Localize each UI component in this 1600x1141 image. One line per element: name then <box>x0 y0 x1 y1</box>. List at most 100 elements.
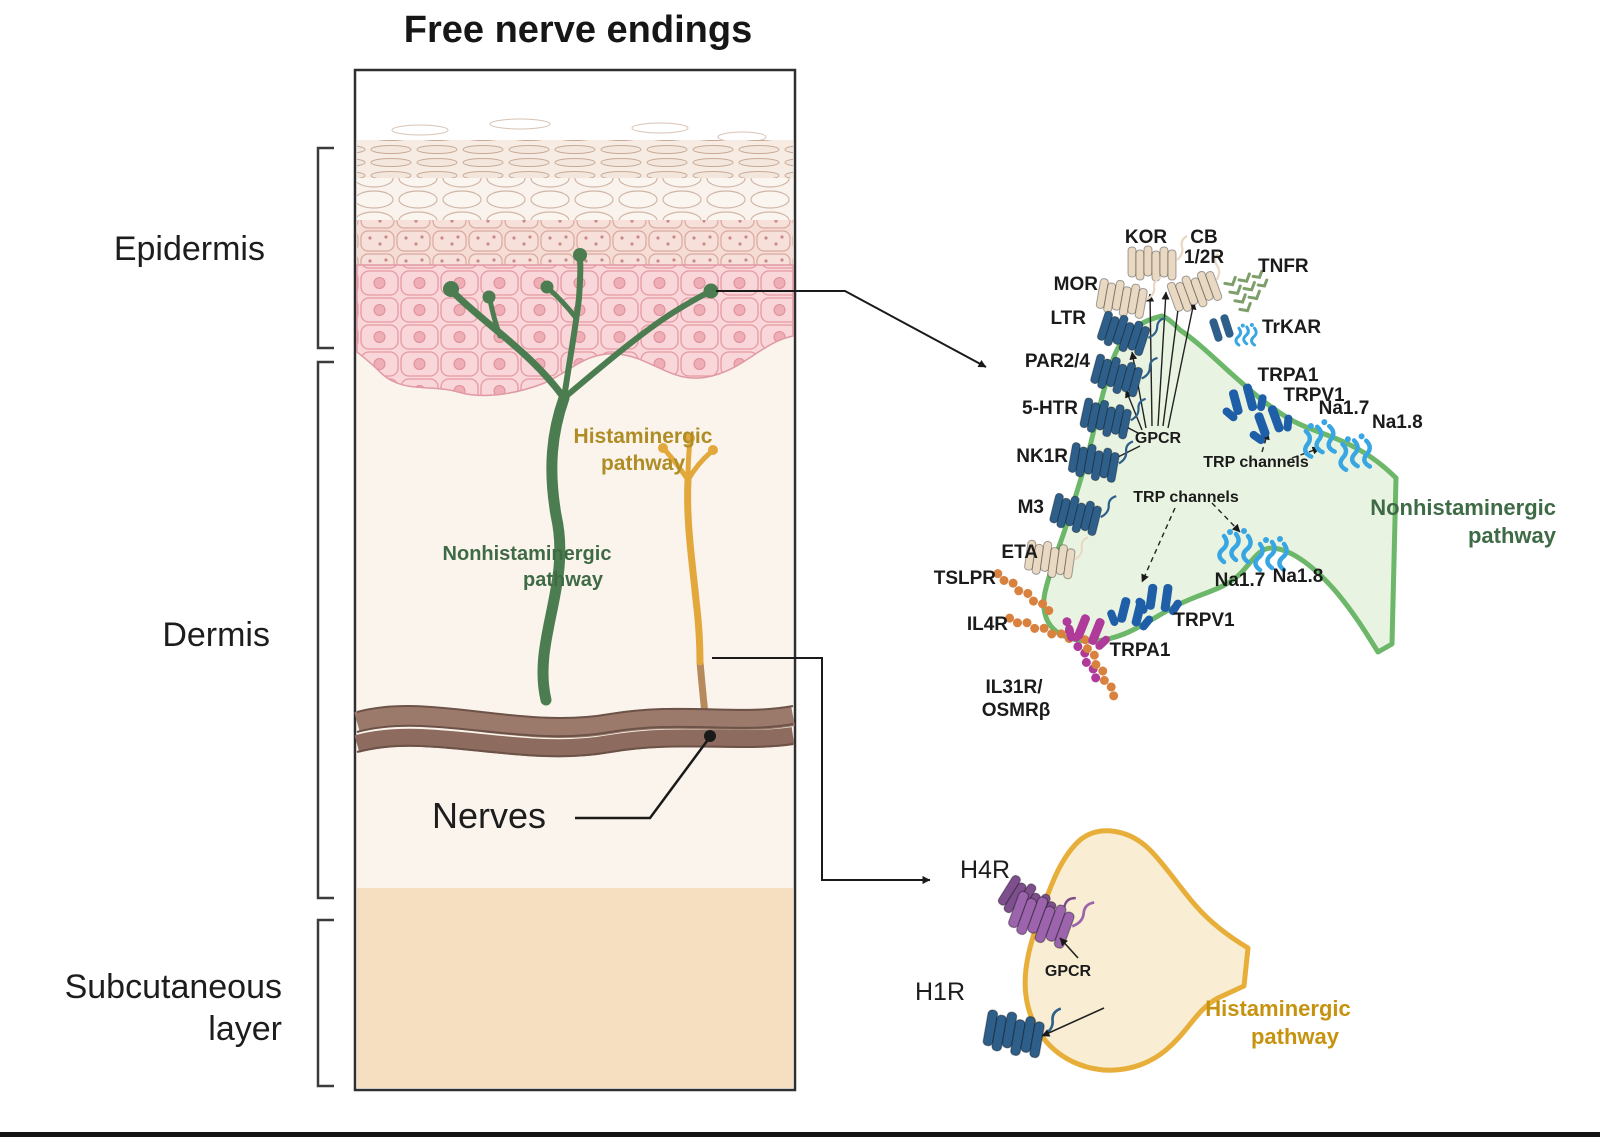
yellow-nerve-tip <box>685 433 695 443</box>
trp-arrows <box>1141 431 1321 583</box>
gpcr-arrows <box>1107 291 1197 463</box>
nerve-bundle-striation <box>356 705 794 720</box>
5htr-label: 5-HTR <box>1022 398 1078 419</box>
ltr-label: LTR <box>1050 308 1086 329</box>
m3-label: M3 <box>1018 497 1044 518</box>
epidermis-bracket <box>316 146 334 350</box>
cb-label-line2: 1/2R <box>1184 247 1224 268</box>
trpa1-top-label: TRPA1 <box>1258 365 1319 386</box>
h1r-label: H1R <box>915 978 965 1006</box>
arrow-to-histaminergic-detail <box>712 657 931 884</box>
il31r-label-line1: IL31R/ <box>985 677 1043 698</box>
il4r-label: IL4R <box>967 614 1008 635</box>
dermis-bracket <box>316 360 334 900</box>
nonhistaminergic-detail-title-line2: pathway <box>1468 523 1557 548</box>
gpcr-arrow-cb <box>1157 291 1170 427</box>
yellow-nerve-branch <box>685 449 714 483</box>
na18-bottom-label: Na1.8 <box>1273 566 1324 587</box>
trp-arrow-trpv1-bottom <box>1141 507 1176 583</box>
yellow-nerve-tip <box>658 443 668 453</box>
na17-top-label: Na1.7 <box>1319 398 1370 419</box>
green-nerve-branch <box>561 255 584 401</box>
epidermis-label: Epidermis <box>114 230 265 268</box>
histaminergic-detail-title-line1: Histaminergic <box>1205 996 1351 1021</box>
trpv1-bottom-label: TRPV1 <box>1173 610 1235 631</box>
par24-label: PAR2/4 <box>1025 351 1091 372</box>
cb-label-line1: CB <box>1190 227 1217 248</box>
subcutaneous-bracket <box>316 918 334 1088</box>
hist-gpcr-arrows <box>1041 937 1105 1037</box>
corneum-flake <box>489 118 551 130</box>
yellow-nerve-tip <box>708 445 718 455</box>
corneum-flake <box>391 124 449 136</box>
trkar-label: TrKAR <box>1262 317 1321 338</box>
stratum-corneum-cells <box>357 140 793 178</box>
trp-channels-upper-label: TRP channels <box>1203 454 1309 471</box>
trp-arrow-na-bottom <box>1211 502 1241 533</box>
nerve-bundle <box>354 705 795 758</box>
green-nerve-tip <box>540 280 554 294</box>
h4r-label: H4R <box>960 856 1010 884</box>
arrow-to-nonhistaminergic-detail <box>716 290 987 368</box>
nerve-bundle-strand <box>354 706 795 739</box>
tnfr-label: TNFR <box>1258 256 1309 277</box>
nk1r-label: NK1R <box>1016 446 1068 467</box>
gpcr-arrow-h1r <box>1041 1007 1105 1037</box>
nonhistaminergic-pathway-label-line1: Nonhistaminergic <box>443 543 612 565</box>
green-nerve-branch <box>561 289 712 401</box>
subcutaneous-band <box>357 888 793 1088</box>
tslpr-label: TSLPR <box>934 568 997 589</box>
yellow-nerve-trunk <box>684 476 704 666</box>
gpcr-arrow-kor <box>1146 293 1155 427</box>
figure-title: Free nerve endings <box>404 9 752 51</box>
gpcr-arrow-mor <box>1162 293 1184 427</box>
nerve-bundle-striation <box>356 743 794 758</box>
green-nerve-trunk <box>537 392 570 706</box>
bottom-border <box>0 1132 1600 1137</box>
gpcr-arrow-h4r <box>1059 937 1079 959</box>
histaminergic-detail-title-line2: pathway <box>1251 1024 1340 1049</box>
trp-arrow-trpv1-top <box>1261 431 1270 453</box>
yellow-nerve <box>658 433 718 728</box>
green-nerve-tip <box>703 283 719 299</box>
na18-top-label: Na1.8 <box>1372 412 1423 433</box>
layer-brackets <box>316 146 334 1088</box>
trp-channels-lower-label: TRP channels <box>1133 489 1239 506</box>
trpa1-bottom-label: TRPA1 <box>1110 640 1171 661</box>
trpv1-top-label: TRPV1 <box>1283 385 1345 406</box>
subcutaneous-label-line1: Subcutaneous <box>65 968 282 1006</box>
gpcr-arrow-tnfr <box>1167 301 1197 429</box>
nerves-label: Nerves <box>432 795 546 836</box>
histaminergic-terminal-shape <box>1022 828 1251 1073</box>
nerve-bundle-striation <box>356 723 794 738</box>
kor-label: KOR <box>1125 227 1168 248</box>
green-nerve <box>443 248 719 706</box>
histaminergic-terminal-detail: H4R H1R GPCR Histaminergic pathway <box>915 828 1351 1073</box>
green-nerve-tip <box>573 248 587 262</box>
green-nerve-branch <box>449 288 568 402</box>
il31r-label-line2: OSMRβ <box>982 700 1051 721</box>
nerves-pointer-line <box>575 740 709 820</box>
nonhistaminergic-detail-title-line1: Nonhistaminergic <box>1370 495 1556 520</box>
skin-cross-section: Histaminergic pathway Nonhistaminergic p… <box>353 68 797 1092</box>
hist-gpcr-label: GPCR <box>1045 963 1092 980</box>
green-nerve-tip <box>482 290 496 304</box>
nonhistaminergic-pathway-label-line2: pathway <box>523 569 604 591</box>
eta-label: ETA <box>1001 542 1038 563</box>
na17-bottom-label: Na1.7 <box>1215 570 1266 591</box>
gpcr-arrow-par <box>1125 389 1143 431</box>
nonhistaminergic-terminal-detail: KOR CB 1/2R TNFR MOR LTR TrKAR PAR2/4 TR… <box>934 227 1557 721</box>
stratum-lucidum-cells <box>357 178 793 220</box>
gpcr-label: GPCR <box>1135 430 1182 447</box>
nerves-pointer-dot <box>704 730 716 742</box>
trkar-receptor-icon <box>1209 314 1258 347</box>
dermis-label: Dermis <box>162 616 270 654</box>
nerve-bundle-strand <box>354 727 795 758</box>
subcutaneous-label-line2: layer <box>208 1010 282 1048</box>
histaminergic-pathway-label-line1: Histaminergic <box>574 425 713 448</box>
green-nerve-tip <box>443 281 459 297</box>
histaminergic-pathway-label-line2: pathway <box>601 452 685 475</box>
corneum-flake <box>631 122 689 134</box>
